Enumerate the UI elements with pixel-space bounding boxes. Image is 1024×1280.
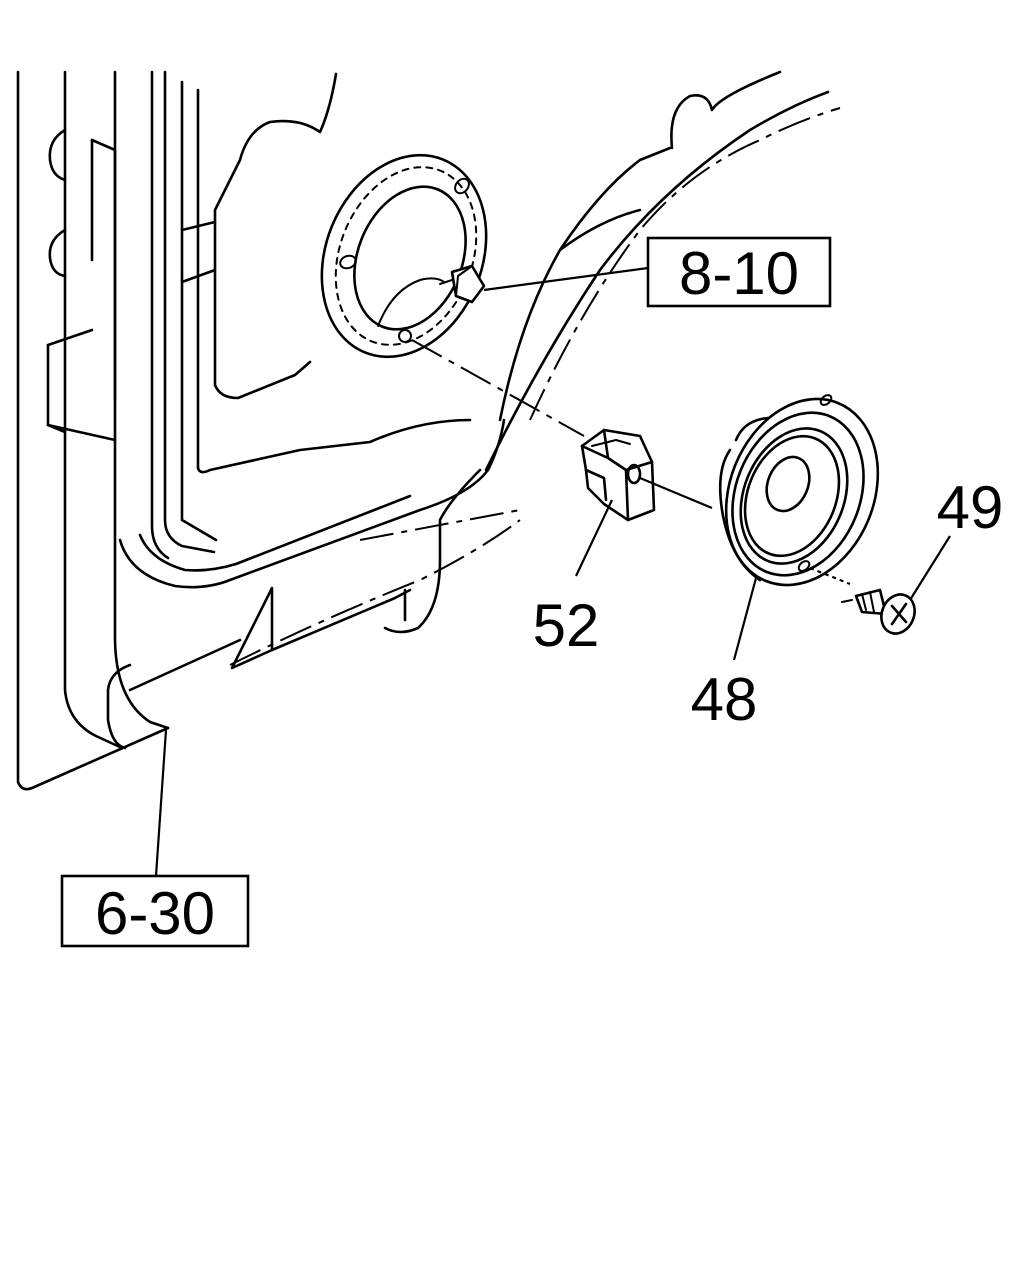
screw bbox=[841, 588, 916, 635]
callout-ref-bottom-text: 6-30 bbox=[95, 880, 215, 947]
callout-box-top bbox=[646, 236, 832, 308]
speaker bbox=[718, 394, 880, 587]
door-speaker-opening bbox=[320, 153, 488, 359]
part-number-clip: 52 bbox=[533, 592, 600, 659]
callout-ref-top: 8-10 bbox=[646, 236, 832, 308]
door-panel bbox=[16, 70, 841, 791]
part-number-speaker: 48 bbox=[691, 666, 758, 733]
callout-ref-top-text: 8-10 bbox=[679, 240, 799, 307]
part-number-screw: 49 bbox=[937, 474, 1004, 541]
clip-nut bbox=[580, 428, 656, 522]
callout-ref-bottom: 6-30 bbox=[60, 874, 250, 948]
callout-box-bottom bbox=[60, 874, 250, 948]
leader-lines bbox=[154, 266, 951, 877]
